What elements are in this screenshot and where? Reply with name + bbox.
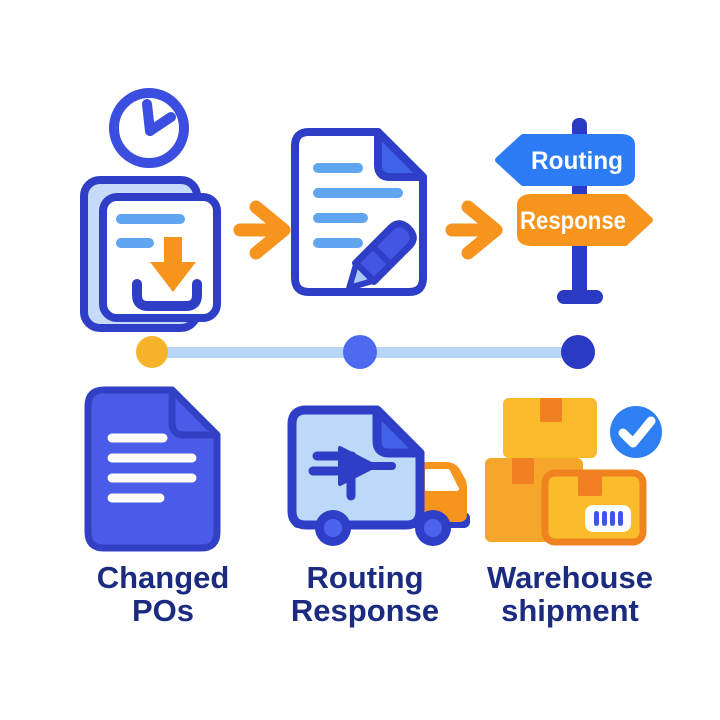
sign-response-label: Response [520, 207, 626, 235]
timeline-dot-1 [136, 336, 168, 368]
item-label-line2: Response [291, 593, 439, 628]
pencil-icon [346, 220, 417, 291]
delivery-truck-icon [287, 405, 470, 546]
truck-wheel [315, 510, 351, 546]
truck-cab [418, 462, 467, 522]
document-edit-icon [291, 128, 427, 296]
documents-stack-icon [80, 176, 221, 332]
download-tray-icon [132, 279, 202, 311]
item-label-line2: POs [132, 593, 194, 628]
blue-document-icon [84, 386, 221, 552]
item-routing-response: Routing Response [287, 405, 470, 628]
box-front [541, 469, 647, 546]
timeline [136, 335, 595, 369]
truck-wheel [415, 510, 451, 546]
arrow-right-icon [233, 200, 291, 260]
step-changed-pos-source [80, 88, 221, 332]
timeline-dot-3 [561, 335, 595, 369]
signpost-base [557, 290, 603, 304]
routing-plane-icon [308, 446, 396, 501]
arrow-right-icon [445, 200, 503, 260]
warehouse-boxes-icon [485, 398, 662, 546]
checkmark-badge-icon [610, 406, 662, 458]
signpost-icon: Routing Response [495, 118, 653, 304]
item-label-line1: Changed [97, 560, 230, 595]
sign-response: Response [517, 194, 653, 246]
clock-icon [109, 88, 189, 168]
item-warehouse-shipment: Warehouse shipment [485, 398, 662, 628]
sign-routing: Routing [495, 134, 635, 186]
step-routing-signpost: Routing Response [495, 118, 653, 304]
download-arrow-icon [150, 237, 196, 292]
item-label-line1: Warehouse [487, 560, 653, 595]
step-edit-document [291, 128, 427, 296]
truck-cargo-box [287, 405, 425, 530]
item-changed-pos: Changed POs [84, 386, 230, 628]
item-label-line1: Routing [306, 560, 423, 595]
box-top [503, 398, 597, 458]
timeline-dot-2 [343, 335, 377, 369]
barcode-label [585, 505, 631, 532]
sign-routing-label: Routing [531, 147, 623, 175]
item-label-line2: shipment [501, 593, 639, 628]
